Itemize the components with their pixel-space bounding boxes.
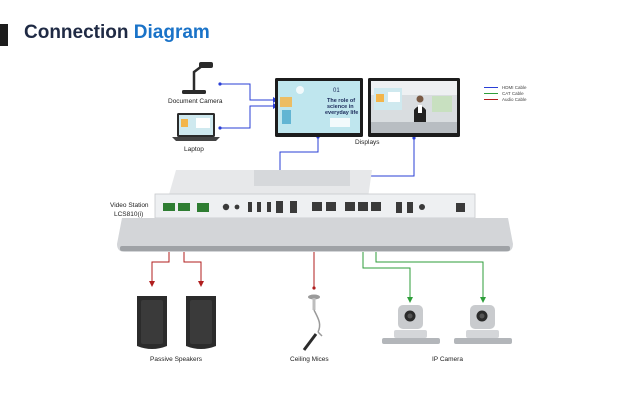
title-accent-bar [0, 24, 8, 46]
legend-label-audio: Audio Cable [502, 96, 527, 102]
label-ip-camera: IP Camera [432, 356, 463, 363]
passive-speaker-right [186, 296, 216, 349]
passive-speaker-left [137, 296, 167, 349]
label-video-station-2: LCS810(i) [114, 211, 144, 218]
cable-legend: HDMI Cable CAT Cable Audio Cable [484, 84, 554, 102]
arrow-camera-1 [407, 297, 413, 303]
ceiling-mic-icon [302, 294, 323, 351]
arrow-speaker-right [198, 281, 204, 287]
display-2 [368, 78, 460, 137]
legend-swatch-cat [484, 92, 498, 94]
page-title: Connection Diagram [24, 22, 210, 44]
label-displays: Displays [355, 139, 380, 146]
label-document-camera: Document Camera [168, 98, 223, 105]
hdmi-cable-laptop [220, 105, 273, 129]
label-laptop: Laptop [184, 146, 204, 153]
laptop-icon [172, 113, 220, 141]
dot-laptop [218, 126, 222, 130]
hdmi-cable-doc-camera [220, 83, 273, 101]
display-1-line-1: The role of [327, 98, 355, 104]
label-ceiling-mics: Ceiling Mices [290, 356, 329, 363]
display-1-number: 01 [333, 88, 340, 94]
display-1-line-3: everyday life [325, 110, 358, 116]
legend-label-cat: CAT Cable [502, 90, 524, 96]
audio-dots [312, 286, 316, 290]
arrowheads-audio [149, 281, 204, 287]
legend-swatch-hdmi [484, 86, 498, 88]
video-station [117, 170, 513, 252]
ip-camera-1 [382, 305, 440, 344]
arrowheads-cat [407, 297, 486, 303]
title-accent: Diagram [133, 22, 210, 43]
ip-camera-2 [454, 305, 512, 344]
legend-item-cat: CAT Cable [484, 90, 554, 96]
arrow-camera-2 [480, 297, 486, 303]
arrow-speaker-left [149, 281, 155, 287]
legend-label-hdmi: HDMI Cable [502, 84, 527, 90]
display-1: 01 The role of science in everyday life [275, 78, 363, 137]
label-passive-speakers: Passive Speakers [150, 356, 203, 363]
dot-mic [312, 286, 316, 290]
rear-ports [163, 201, 465, 213]
label-video-station-1: Video Station [110, 202, 149, 209]
legend-item-hdmi: HDMI Cable [484, 84, 554, 90]
dot-display-2 [412, 136, 416, 140]
legend-swatch-audio [484, 98, 498, 100]
display-1-line-2: science in [327, 104, 354, 110]
legend-item-audio: Audio Cable [484, 96, 554, 102]
title-main: Connection [24, 22, 129, 43]
document-camera-icon [182, 62, 213, 94]
dot-doc-camera [218, 82, 222, 86]
